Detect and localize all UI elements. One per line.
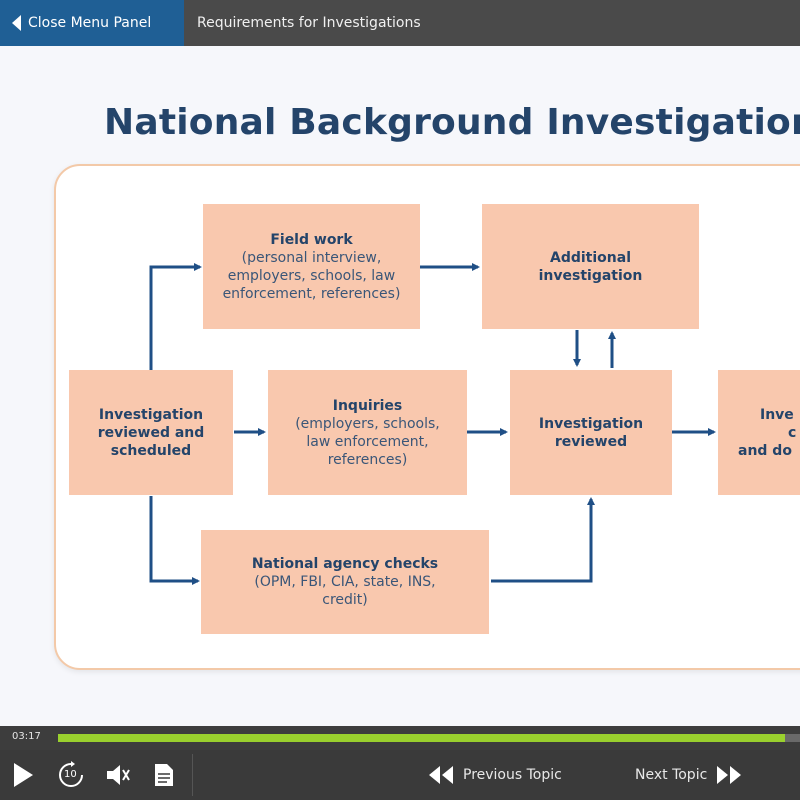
previous-topic-button[interactable]: Previous Topic (427, 750, 577, 800)
volume-icon (107, 765, 130, 785)
box-inquiries-details: (employers, schools, law enforcement, re… (295, 415, 440, 468)
box-investigation-reviewed: Investigation reviewed (510, 370, 672, 495)
next-topic-button[interactable]: Next Topic (635, 750, 800, 800)
box-field-work-title: Field work (270, 231, 353, 248)
top-bar: Close Menu Panel Requirements for Invest… (0, 0, 800, 46)
box-nac-title: National agency checks (251, 556, 439, 572)
box-partial-line2: c (788, 424, 797, 441)
box-national-agency-checks: National agency checks (OPM, FBI, CIA, s… (201, 530, 489, 634)
progress-track[interactable] (58, 734, 800, 742)
diagram-arrows (149, 263, 716, 585)
breadcrumb: Requirements for Investigations (197, 15, 421, 31)
arrow-start-to-nac (149, 496, 200, 585)
box-inquiries: Inquiries (employers, schools, law enfor… (268, 370, 467, 495)
box-start-title: Investigation reviewed and scheduled (97, 406, 205, 459)
box-additional-investigation: Additional investigation (482, 204, 699, 329)
fast-forward-icon (717, 766, 742, 784)
player-controls (0, 750, 800, 800)
replay-10-button[interactable]: 10 (56, 760, 86, 790)
replay-icon (59, 761, 83, 787)
box-nac-details: (OPM, FBI, CIA, state, INS, credit) (254, 574, 436, 608)
chevron-left-icon (12, 15, 21, 31)
controls-divider (192, 754, 193, 796)
box-partial-line1: Inve (760, 406, 794, 423)
elapsed-time: 03:17 (12, 731, 41, 742)
box-reviewed-title: Investigation reviewed (538, 415, 644, 450)
play-icon (14, 763, 33, 787)
box-field-work: Field work (personal interview, employer… (203, 204, 420, 329)
slide-title: National Background Investigation (104, 102, 800, 143)
progress-fill (58, 734, 786, 742)
previous-topic-label: Previous Topic (463, 767, 562, 783)
box-additional-title: Additional investigation (538, 249, 643, 284)
transcript-button[interactable] (152, 762, 176, 788)
box-investigation-start: Investigation reviewed and scheduled (69, 370, 233, 495)
slide-area: National Background Investigation (0, 46, 800, 726)
progress-area: 03:17 (0, 726, 800, 750)
volume-button[interactable] (104, 762, 132, 788)
next-topic-label: Next Topic (635, 767, 708, 783)
rewind-icon (429, 766, 453, 784)
document-icon (155, 764, 173, 786)
play-button[interactable] (10, 760, 36, 790)
close-menu-panel-button[interactable]: Close Menu Panel (0, 0, 184, 46)
close-menu-panel-label: Close Menu Panel (28, 15, 152, 31)
replay-10-label: 10 (64, 769, 77, 780)
arrow-start-to-fieldwork (149, 263, 202, 370)
box-partial-right: Inve c and do (718, 370, 800, 495)
box-field-work-details: (personal interview, employers, schools,… (222, 249, 401, 302)
box-inquiries-title: Inquiries (332, 397, 403, 414)
box-partial-line3: and do (738, 442, 792, 459)
arrow-nac-to-reviewed (491, 497, 595, 583)
